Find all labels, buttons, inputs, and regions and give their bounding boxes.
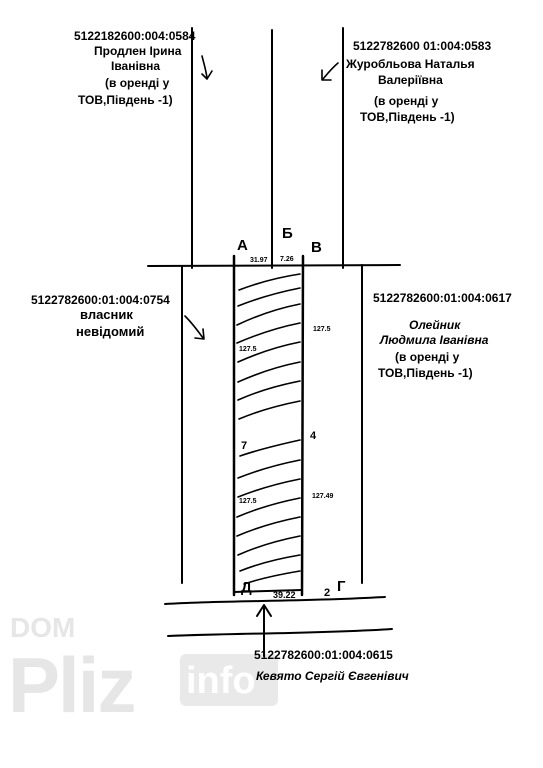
parcel-top-left-owner-2: Іванівна [111, 59, 161, 73]
parcel-top-right-cadastral: 5122782600 01:004:0583 [353, 39, 492, 53]
parcel-top-left-note-2: ТОВ,Південь -1) [78, 93, 173, 107]
dimension-right-upper: 127.5 [313, 326, 331, 333]
parcel-top-left-cadastral: 5122182600:004:0584 [74, 29, 196, 43]
corner-label-g: Г [337, 578, 346, 595]
arrow-icon-top-right [321, 62, 339, 81]
point-label-left: 7 [241, 440, 248, 452]
top-horizontal-boundary [147, 264, 401, 267]
arrow-icon-top-left [201, 55, 213, 80]
road-bottom-line [167, 628, 393, 637]
corner-label-d: Д [241, 579, 252, 596]
parcel-top-left-note-1: (в оренді у [105, 76, 170, 90]
dimension-top-ab: 31.97 [250, 257, 268, 264]
parcel-left-cadastral: 5122782600:01:004:0754 [31, 293, 170, 307]
strip-hatching [236, 273, 301, 585]
parcel-left-owner-1: власник [80, 307, 133, 322]
point-label-right: 4 [310, 430, 317, 442]
parcel-right-owner-1: Олейник [409, 318, 461, 332]
dimension-left-lower: 127.5 [239, 498, 257, 505]
watermark-info-text: info [186, 660, 256, 702]
parcel-right-owner-2: Людмила Іванівна [380, 333, 489, 347]
point-label-bottom: 2 [324, 587, 331, 599]
parcel-top-right-note-1: (в оренді у [374, 94, 439, 108]
watermark-info [180, 654, 278, 706]
road-top-line [164, 596, 386, 605]
corner-label-b: Б [282, 225, 293, 242]
watermark-pliz: Pliz [8, 641, 136, 729]
parcel-right-cadastral: 5122782600:01:004:0617 [373, 291, 512, 305]
watermark-dom: DOM [10, 612, 76, 643]
parcel-top-right-owner-1: Журобльова Наталья [346, 57, 475, 71]
parcel-top-left-owner-1: Продлен Ірина [94, 44, 182, 58]
parcel-right-note-2: ТОВ,Південь -1) [378, 366, 473, 380]
parcel-left-owner-2: невідомий [76, 324, 145, 339]
dimension-right-lower: 127.49 [312, 493, 334, 500]
dimension-top-bv: 7.26 [280, 256, 294, 263]
arrow-icon-bottom [256, 604, 272, 657]
arrow-icon-left [184, 315, 205, 340]
dimension-left-upper: 127.5 [239, 346, 257, 353]
parcel-right-note-1: (в оренді у [395, 350, 460, 364]
parcel-bottom-cadastral: 5122782600:01:004:0615 [254, 648, 393, 662]
parcel-bottom-owner: Кевято Сергій Євгенівич [256, 669, 409, 683]
dimension-bottom: 39.22 [273, 590, 296, 600]
corner-label-a: А [237, 237, 248, 254]
parcel-top-right-owner-2: Валеріївна [378, 73, 443, 87]
strip-bottom [233, 589, 303, 593]
parcel-top-right-note-2: ТОВ,Південь -1) [360, 110, 455, 124]
strip-right-side [300, 254, 305, 597]
corner-label-v: В [311, 239, 322, 256]
